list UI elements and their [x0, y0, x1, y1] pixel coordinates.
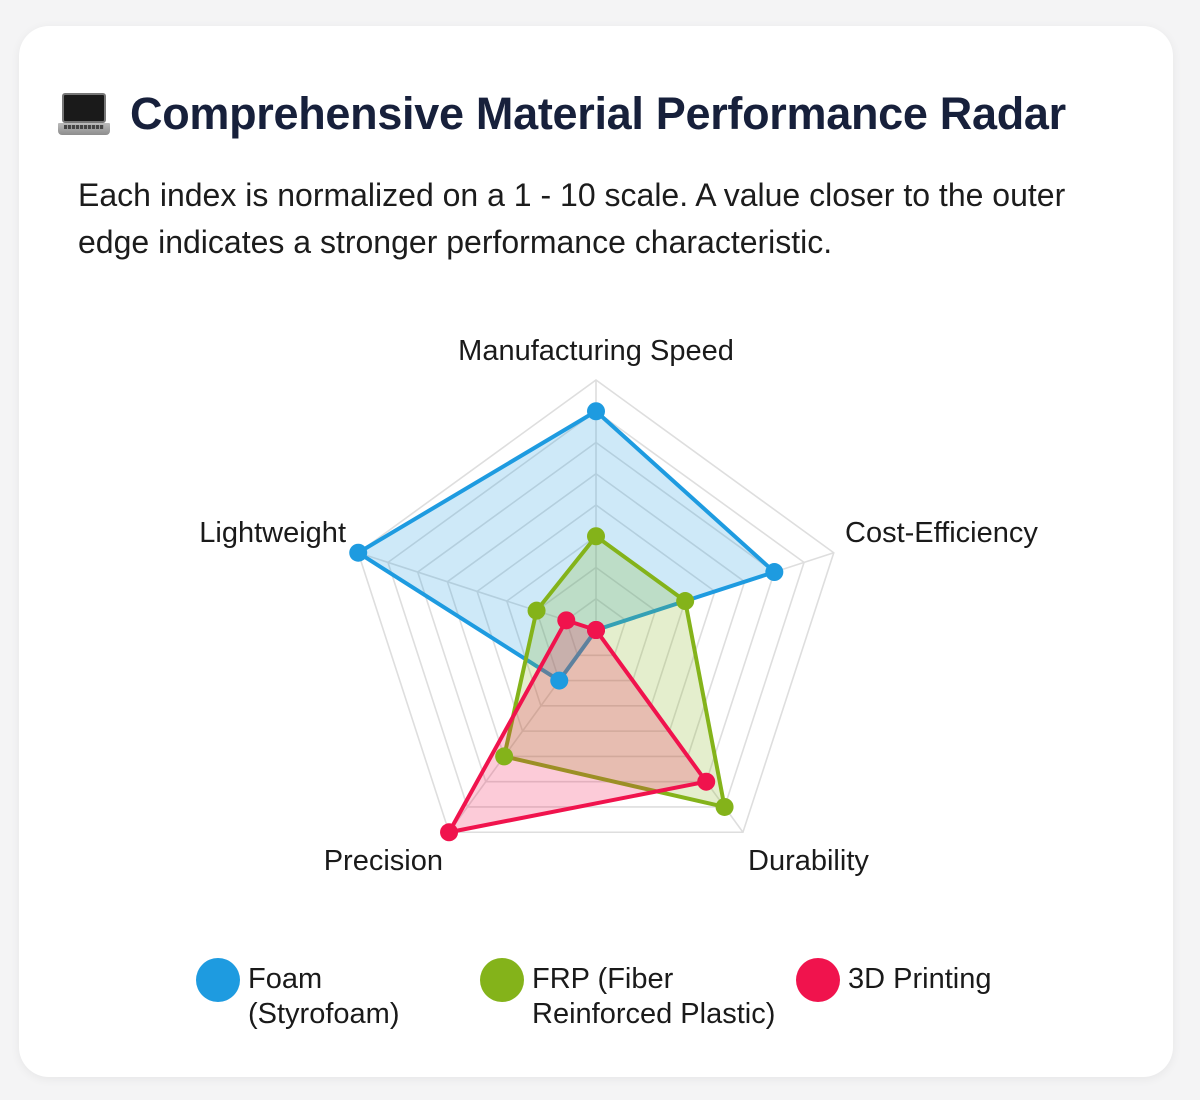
- axis-label: Lightweight: [199, 517, 346, 549]
- data-point[interactable]: [676, 592, 695, 611]
- axis-label: Durability: [748, 845, 869, 877]
- axis-line: [357, 551, 597, 631]
- legend-label: Foam (Styrofoam): [248, 963, 400, 1030]
- header: Comprehensive Material Performance Radar: [58, 88, 1066, 140]
- chart-subtitle: Each index is normalized on a 1 - 10 sca…: [78, 177, 1066, 260]
- data-point[interactable]: [349, 543, 368, 562]
- grid-ring: [446, 472, 746, 758]
- grid-ring: [416, 441, 776, 783]
- legend-swatch-icon: [796, 958, 840, 1002]
- data-point[interactable]: [587, 621, 605, 639]
- grid-ring: [476, 504, 716, 732]
- data-point[interactable]: [697, 772, 716, 791]
- data-point[interactable]: [587, 527, 605, 546]
- grid-ring: [387, 410, 805, 808]
- chart-title: Comprehensive Material Performance Radar: [130, 88, 1066, 139]
- axis-label: Cost-Efficiency: [845, 517, 1038, 549]
- data-point[interactable]: [550, 671, 569, 690]
- data-point[interactable]: [715, 797, 734, 816]
- legend-label: 3D Printing: [848, 963, 992, 995]
- data-point[interactable]: [587, 402, 605, 421]
- legend-item-foam[interactable]: Foam (Styrofoam): [196, 958, 399, 1032]
- data-point[interactable]: [557, 611, 576, 630]
- legend: Foam (Styrofoam) FRP (Fiber Reinforced P…: [196, 958, 1096, 1038]
- laptop-icon: [58, 91, 110, 137]
- data-point[interactable]: [527, 601, 546, 620]
- legend-swatch-icon: [480, 958, 524, 1002]
- legend-item-3d-printing[interactable]: 3D Printing: [796, 958, 991, 1002]
- axis-label: Manufacturing Speed: [458, 335, 734, 367]
- data-point[interactable]: [440, 823, 459, 842]
- series-area: [502, 534, 727, 809]
- series-area: [356, 409, 777, 683]
- legend-swatch-icon: [196, 958, 240, 1002]
- axis-labels: Manufacturing SpeedCost-EfficiencyDurabi…: [199, 335, 1038, 877]
- axis-label: Precision: [324, 845, 443, 877]
- legend-label: FRP (Fiber Reinforced Plastic): [532, 963, 776, 1030]
- radar-series: [349, 402, 784, 842]
- data-point[interactable]: [765, 563, 784, 582]
- grid-ring: [357, 379, 835, 834]
- data-point[interactable]: [495, 747, 514, 766]
- legend-item-frp[interactable]: FRP (Fiber Reinforced Plastic): [480, 958, 775, 1032]
- grid-ring: [535, 566, 657, 682]
